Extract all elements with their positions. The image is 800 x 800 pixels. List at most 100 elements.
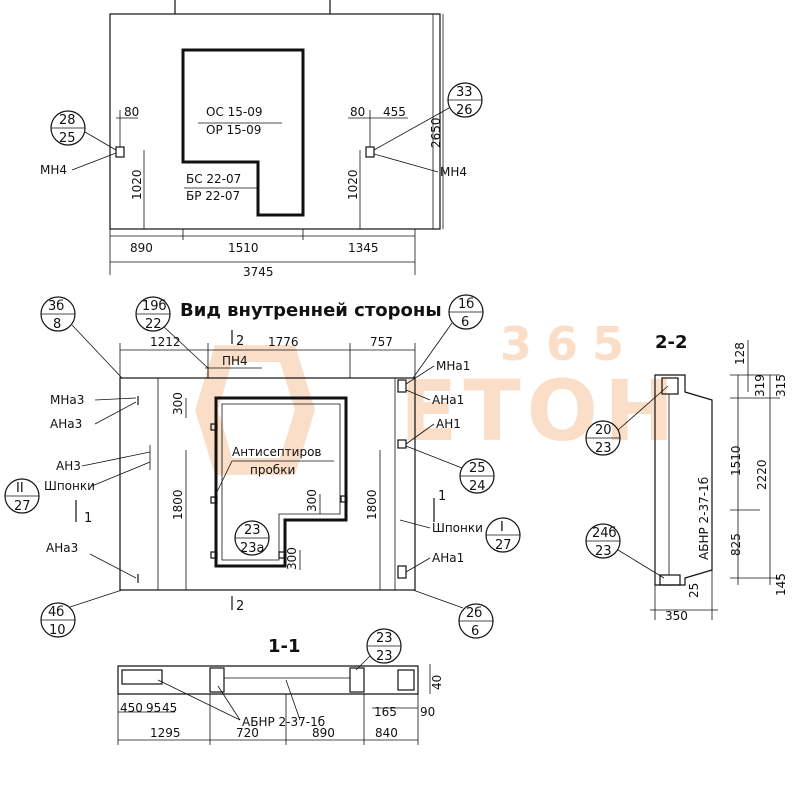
dim-80-left: 80 <box>124 105 139 119</box>
panel-outline-inner <box>119 377 416 591</box>
plug-1 <box>210 423 218 431</box>
callout-2-2-b-top: 24б <box>592 526 617 541</box>
dim-1776: 1776 <box>268 335 299 349</box>
inner-view-title: Вид внутренней стороны <box>180 300 442 321</box>
section-1-1-mid-left <box>209 667 225 693</box>
dim-450: 450 <box>120 701 143 715</box>
dim-128: 128 <box>733 342 747 365</box>
plug-4 <box>278 551 286 559</box>
section-2-2-rebar: АБНР 2-37-1б <box>697 477 711 560</box>
dim-890-section: 890 <box>312 726 335 740</box>
dim-3745: 3745 <box>243 265 274 279</box>
callout-left-bottom: 25 <box>59 131 76 146</box>
callout-left-top: 28 <box>59 113 76 128</box>
callout-c7-top: 23 <box>244 523 261 538</box>
dim-300-c: 300 <box>285 547 299 570</box>
dim-40: 40 <box>430 675 444 690</box>
plug-5 <box>340 495 348 503</box>
dim-90: 90 <box>420 705 435 719</box>
callout-right-top: 33 <box>456 85 473 100</box>
antiseptic-label-1: Антисептиров <box>232 445 322 459</box>
inner-opening-outline <box>214 396 348 568</box>
callout-c9-bottom: 6 <box>471 624 479 639</box>
callout-1-1-bottom: 23 <box>376 649 393 664</box>
dim-840: 840 <box>375 726 398 740</box>
callout-c4-bottom: 27 <box>14 499 31 514</box>
embed-label-left: МН4 <box>40 163 67 177</box>
dim-720: 720 <box>236 726 259 740</box>
section-mark-right: 1 <box>438 489 446 504</box>
opening-label-br: БР 22-07 <box>186 189 240 203</box>
label-shponki-right: Шпонки <box>432 521 483 535</box>
callout-c1-top: 3б <box>48 299 64 314</box>
dim-1212: 1212 <box>150 335 181 349</box>
label-an1: АН1 <box>436 417 461 431</box>
dim-757: 757 <box>370 335 393 349</box>
callout-c5-bottom: 24 <box>469 479 486 494</box>
opening-outline <box>181 48 305 217</box>
section-2-2-bottom-part <box>659 574 681 586</box>
callout-c3-bottom: 6 <box>461 315 469 330</box>
dim-825: 825 <box>729 533 743 556</box>
section-1-1-right-part <box>397 669 415 691</box>
dim-1020-right: 1020 <box>346 169 360 200</box>
callout-c2-top: 19б <box>142 299 167 314</box>
dim-455: 455 <box>383 105 406 119</box>
section-1-1-outline <box>117 665 419 695</box>
section-1-1-left-part <box>121 669 163 685</box>
callout-c5-top: 25 <box>469 461 486 476</box>
label-shponki-left: Шпонки <box>44 479 95 493</box>
callout-c9-top: 2б <box>466 606 482 621</box>
panel-outline-top <box>109 13 441 230</box>
embed-label-right: МН4 <box>440 165 467 179</box>
callout-2-2-a-top: 20 <box>595 423 612 438</box>
top-view: ОС 15-09 ОР 15-09 БС 22-07 БР 22-07 28 2… <box>40 0 483 279</box>
label-ana1-top: АНа1 <box>432 393 464 407</box>
section-2-2: 2-2 АБНР 2-37-1б 128 319 315 1510 2220 8… <box>585 332 788 623</box>
label-mna3-top: МНа3 <box>50 393 84 407</box>
label-an3: АН3 <box>56 459 81 473</box>
dim-315: 315 <box>774 374 788 397</box>
callout-c1-bottom: 8 <box>53 317 61 332</box>
callout-c2-bottom: 22 <box>145 317 162 332</box>
section-1-1: 1-1 23 23 АБНР 2-37-1б 450 95 45 165 40 … <box>117 628 444 745</box>
callout-1-1-top: 23 <box>376 631 393 646</box>
opening-label-bs: БС 22-07 <box>186 172 241 186</box>
dim-1800-right: 1800 <box>365 489 379 520</box>
antiseptic-label-2: пробки <box>250 463 295 477</box>
dim-1345: 1345 <box>348 241 379 255</box>
callout-c7-bottom: 23а <box>240 541 265 556</box>
embed-plate-right <box>365 146 375 158</box>
dim-45: 45 <box>162 701 177 715</box>
inner-view: Вид внутренней стороны Антисептиров проб… <box>4 294 521 639</box>
callout-2-2-b-bottom: 23 <box>595 544 612 559</box>
section-mark-bottom: 2 <box>236 599 244 614</box>
pn4-label: ПН4 <box>222 354 248 368</box>
dim-890-top: 890 <box>130 241 153 255</box>
section-1-1-rebar: АБНР 2-37-1б <box>242 715 325 729</box>
embed-mna1 <box>397 379 407 393</box>
callout-c8-bottom: 10 <box>49 623 66 638</box>
label-ana3-bottom: АНа3 <box>46 541 78 555</box>
dim-1020-left: 1020 <box>130 169 144 200</box>
dim-1800-left: 1800 <box>171 489 185 520</box>
plug-3 <box>210 551 218 559</box>
section-mark-left: 1 <box>84 511 92 526</box>
dim-80-right: 80 <box>350 105 365 119</box>
dim-165: 165 <box>374 705 397 719</box>
callout-2-2-a-bottom: 23 <box>595 441 612 456</box>
callout-c8-top: 4б <box>48 605 64 620</box>
dim-95: 95 <box>146 701 161 715</box>
callout-c3-top: 1б <box>458 297 474 312</box>
opening-label-or: ОР 15-09 <box>206 123 261 137</box>
section-2-2-title: 2-2 <box>655 332 688 353</box>
embed-plate-left <box>115 146 125 158</box>
label-ana3-top: АНа3 <box>50 417 82 431</box>
watermark-brand: ЕТОН <box>400 362 680 460</box>
dim-319: 319 <box>753 374 767 397</box>
callout-c6-top: I <box>500 520 504 535</box>
callout-c6-bottom: 27 <box>495 538 512 553</box>
label-ana1-bottom: АНа1 <box>432 551 464 565</box>
section-mark-top: 2 <box>236 334 244 349</box>
